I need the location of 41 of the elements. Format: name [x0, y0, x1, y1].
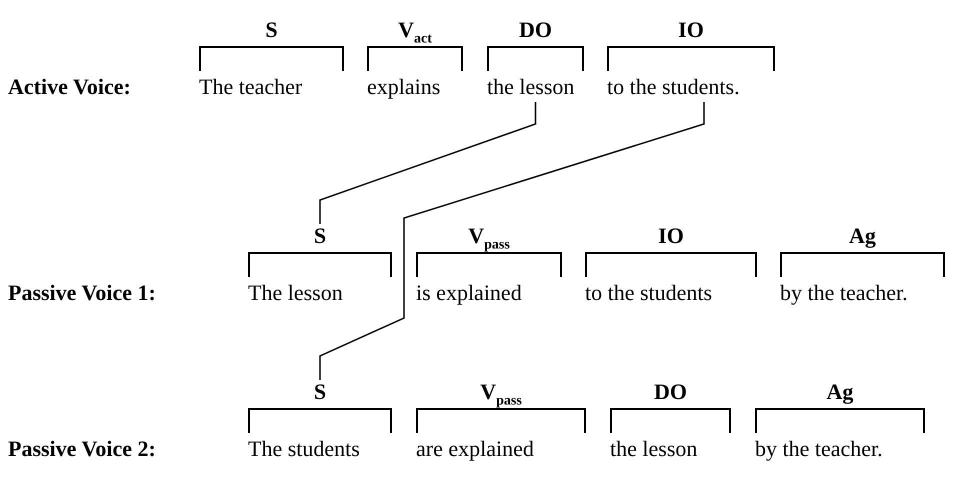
- bracket: [610, 408, 731, 433]
- role-label: V$_{act}$: [398, 16, 432, 48]
- phrase-text: to the students: [585, 279, 712, 307]
- phrase-text: by the teacher.: [780, 279, 908, 307]
- bracket: [607, 46, 775, 71]
- bracket: [248, 408, 392, 433]
- phrase-text: explains: [367, 73, 440, 101]
- bracket: [755, 408, 925, 433]
- phrase-text: to the students.: [607, 73, 740, 101]
- role-label: IO: [658, 222, 684, 250]
- phrase-text: the lesson: [487, 73, 574, 101]
- phrase-text: The students: [248, 435, 360, 463]
- connector-line: [319, 102, 705, 380]
- bracket: [367, 46, 463, 71]
- role-label: S: [314, 378, 326, 406]
- sentence-label: Passive Voice 2:: [8, 435, 156, 463]
- bracket: [248, 252, 392, 277]
- connector-line: [319, 102, 536, 224]
- bracket: [780, 252, 945, 277]
- role-label: V$_{pass}$: [480, 378, 522, 410]
- role-label: S: [265, 16, 278, 44]
- role-label: DO: [654, 378, 687, 406]
- phrase-text: The teacher: [199, 73, 302, 101]
- role-label: V$_{pass}$: [468, 222, 510, 254]
- bracket: [585, 252, 757, 277]
- role-label: S: [314, 222, 326, 250]
- role-label: IO: [678, 16, 704, 44]
- role-label: Ag: [826, 378, 854, 406]
- phrase-text: by the teacher.: [755, 435, 883, 463]
- bracket: [416, 252, 562, 277]
- bracket: [487, 46, 584, 71]
- phrase-text: are explained: [416, 435, 534, 463]
- role-label: Ag: [849, 222, 876, 250]
- sentence-label: Active Voice:: [8, 73, 131, 101]
- bracket: [416, 408, 586, 433]
- phrase-text: the lesson: [610, 435, 698, 463]
- role-label: DO: [519, 16, 552, 44]
- phrase-text: is explained: [416, 279, 522, 307]
- sentence-label: Passive Voice 1:: [8, 279, 156, 307]
- phrase-text: The lesson: [248, 279, 343, 307]
- bracket: [199, 46, 344, 71]
